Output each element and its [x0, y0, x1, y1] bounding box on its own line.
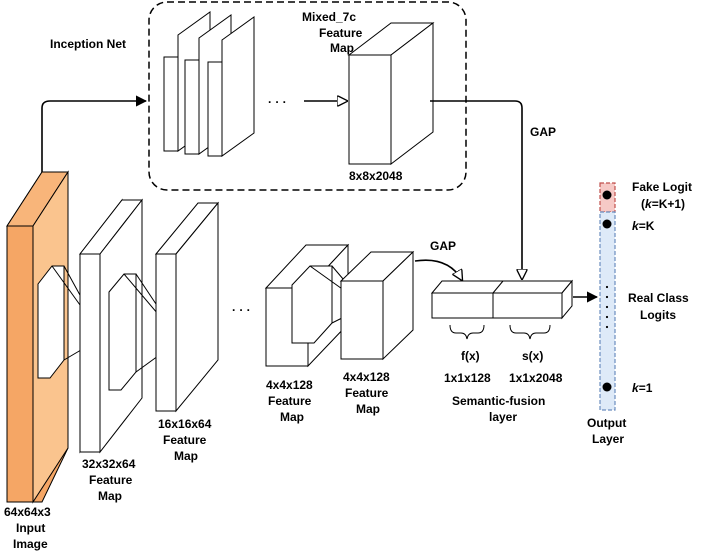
input-kernel — [37, 265, 65, 379]
input-dimensions: 64x64x3 — [4, 505, 51, 519]
logit-node-k-top — [602, 219, 612, 229]
l4a-dimensions: 4x4x128 — [266, 378, 313, 392]
k-bottom-label: k=1 — [632, 381, 653, 395]
l16-map: Map — [174, 449, 198, 463]
feature-map-16x16x64 — [154, 201, 220, 413]
fake-logit-title: Fake Logit — [632, 180, 692, 194]
gap-top-label: GAP — [530, 125, 556, 139]
inception-net-container — [148, 1, 467, 191]
fx-label: f(x) — [461, 349, 480, 363]
real-logits-cell — [599, 211, 616, 411]
fx-dimensions: 1x1x128 — [444, 371, 491, 385]
feature-to-fusion-arrow — [414, 259, 462, 280]
output-layer-label: Layer — [592, 432, 624, 446]
l4a-feature: Feature — [268, 394, 312, 408]
sx-label: s(x) — [522, 349, 543, 363]
l32-map: Map — [98, 489, 122, 503]
feature-map-32x32x64 — [78, 198, 181, 454]
l32-feature: Feature — [89, 473, 133, 487]
input-to-inception-arrow — [41, 95, 148, 172]
fx-segment — [431, 292, 494, 319]
sx-dimensions: 1x1x2048 — [509, 371, 563, 385]
real-class-title: Real Class — [628, 291, 689, 305]
inception-layer-3 — [207, 16, 255, 157]
middle-ellipsis: · · · — [232, 303, 251, 317]
inception-net-label: Inception Net — [50, 37, 126, 51]
real-class-logits: Logits — [640, 308, 676, 322]
l4b-feature: Feature — [345, 386, 389, 400]
l4b-map: Map — [356, 402, 380, 416]
mixed-7c-feature-map — [347, 21, 435, 166]
l4a-map: Map — [280, 410, 304, 424]
fx-brace — [449, 324, 485, 340]
inception-ellipsis: · · · — [268, 95, 287, 109]
logit-node-k-bottom — [602, 382, 612, 392]
gap-mid-label: GAP — [430, 239, 456, 253]
mixed-7c-title-feature: Feature — [319, 26, 363, 40]
fake-logit-node — [602, 190, 612, 200]
l16-dimensions: 16x16x64 — [158, 417, 212, 431]
sx-brace — [509, 324, 551, 340]
input-label-image: Image — [13, 537, 48, 551]
semantic-fusion-layer — [430, 279, 574, 320]
semantic-fusion-layer-label: layer — [489, 410, 517, 424]
kernel-32 — [108, 273, 137, 391]
sx-segment — [492, 292, 563, 319]
feature-map-4x4x128-a — [264, 243, 367, 368]
mixed-7c-title-map: Map — [330, 41, 354, 55]
logit-dots — [605, 285, 609, 329]
feature-map-4x4x128-b — [339, 250, 415, 361]
l4b-dimensions: 4x4x128 — [343, 370, 390, 384]
l32-dimensions: 32x32x64 — [82, 457, 136, 471]
output-layer-title: Output — [587, 416, 626, 430]
semantic-fusion-title: Semantic-fusion — [452, 394, 545, 408]
input-label-input: Input — [16, 521, 45, 535]
fake-logit-index: (k=K+1) — [641, 197, 685, 211]
mixed-7c-title: Mixed_7c — [302, 10, 356, 24]
mixed-to-fusion-arrow — [430, 100, 522, 279]
input-image-block — [6, 170, 104, 504]
k-top-label: k=K — [632, 219, 655, 233]
mixed-7c-dimensions: 8x8x2048 — [349, 169, 403, 183]
l16-feature: Feature — [163, 433, 207, 447]
